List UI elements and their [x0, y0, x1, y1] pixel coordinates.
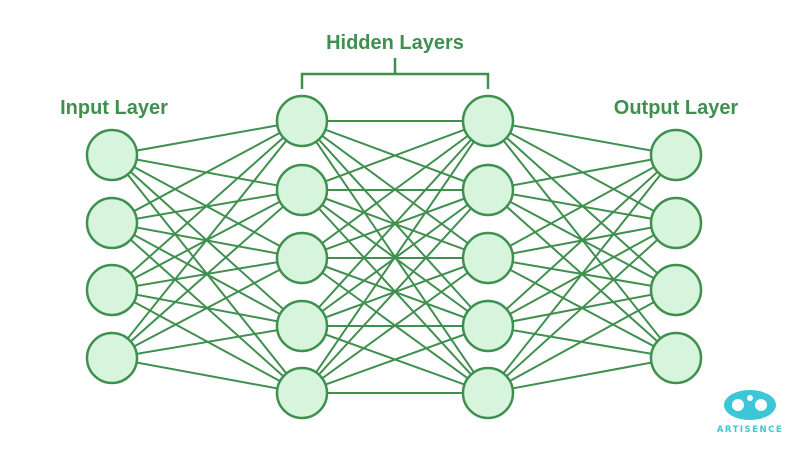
connection-line [487, 154, 677, 191]
connection-line [111, 120, 303, 224]
connection-line [111, 325, 303, 359]
connection-line [487, 357, 677, 394]
connection-line [111, 120, 303, 359]
connection-line [111, 257, 303, 359]
input-node [85, 128, 139, 182]
hidden-1-node [275, 299, 329, 353]
connection-line [487, 289, 677, 394]
output-node [649, 331, 703, 385]
neurons [85, 94, 703, 420]
connection-line [301, 120, 489, 327]
hidden-layers-bracket [300, 58, 490, 89]
artisence-logo-icon [724, 390, 776, 420]
connection-line [487, 222, 677, 394]
output-node [649, 128, 703, 182]
hidden-1-node [275, 163, 329, 217]
input-node [85, 331, 139, 385]
input-layer-label: Input Layer [60, 97, 168, 119]
hidden-1-node [275, 94, 329, 148]
connection-line [111, 120, 303, 291]
hidden-layers-label: Hidden Layers [326, 32, 464, 54]
connection-line [111, 357, 303, 394]
hidden-2-node [461, 94, 515, 148]
connection-line [487, 154, 677, 259]
artisence-logo-text: ARTISENCE [717, 425, 783, 435]
connection-line [301, 120, 489, 191]
hidden-1-node [275, 231, 329, 285]
connection-line [111, 120, 303, 156]
hidden-2-node [461, 366, 515, 420]
hidden-2-node [461, 163, 515, 217]
connection-line [487, 154, 677, 394]
connection-line [487, 120, 677, 156]
connection-line [111, 189, 303, 359]
connection-line [301, 120, 489, 394]
input-node [85, 263, 139, 317]
hidden-1-node [275, 366, 329, 420]
output-node [649, 196, 703, 250]
input-node [85, 196, 139, 250]
output-layer-label: Output Layer [614, 97, 739, 119]
connection-line [301, 120, 489, 259]
hidden-2-node [461, 231, 515, 285]
connection-line [301, 189, 489, 394]
connection-line [301, 257, 489, 394]
connections [111, 120, 677, 394]
connection-line [301, 325, 489, 394]
hidden-2-node [461, 299, 515, 353]
connection-line [487, 154, 677, 327]
output-node [649, 263, 703, 317]
artisence-logo: ARTISENCE [717, 390, 783, 435]
